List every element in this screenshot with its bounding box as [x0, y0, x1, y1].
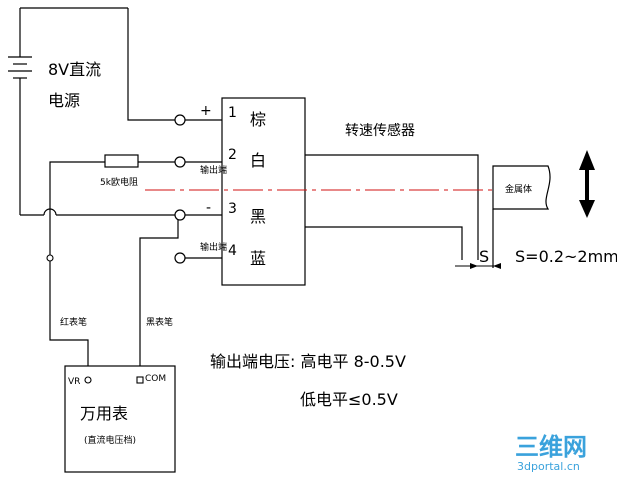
battery-symbol: [8, 7, 128, 215]
terminal-vr: [84, 376, 92, 384]
pin-2-wire-color: 白: [250, 151, 266, 170]
sign-negative: -: [206, 200, 211, 216]
wire-red-probe-upper: [49, 161, 105, 258]
wire-positive: [127, 8, 175, 121]
probe-junction-red: [46, 254, 54, 262]
pin-4-tag: 输出端: [200, 241, 227, 253]
pin-3-wire-color: 黑: [250, 207, 266, 226]
terminal-com: [136, 376, 144, 384]
sign-positive: +: [200, 103, 212, 119]
sensor-body-bottom: [305, 226, 463, 260]
gap-spec: S=0.2~2mm: [515, 247, 617, 266]
multimeter-mode: (直流电压档): [84, 434, 136, 446]
wire-black-probe: [139, 220, 179, 376]
resistor-label: 5k欧电阻: [100, 176, 138, 188]
terminal-4: [174, 252, 186, 264]
wire-red-probe: [49, 261, 89, 376]
pin-2-number: 2: [228, 147, 237, 163]
pin-4-number: 4: [228, 243, 237, 259]
sensor-title: 转速传感器: [345, 122, 415, 139]
terminal-3: [174, 209, 186, 221]
wire-crossover: [43, 208, 57, 216]
power-label-2: 电源: [48, 91, 80, 110]
resistor: [104, 154, 139, 168]
output-voltage-high: 输出端电压: 高电平 8-0.5V: [210, 352, 406, 371]
terminal-vr-label: VR: [68, 377, 80, 387]
watermark-logo: 三维网: [515, 433, 587, 461]
pin-2-tag: 输出端: [200, 164, 227, 176]
terminal-1: [174, 114, 186, 126]
sensor-body-top: [305, 154, 479, 260]
motion-arrow-icon: [579, 150, 595, 218]
power-label: 8V直流: [48, 60, 101, 79]
output-voltage-low: 低电平≤0.5V: [300, 390, 398, 409]
terminal-com-label: COM: [145, 374, 166, 384]
gap-arrow-left: [470, 263, 478, 269]
multimeter-box: [64, 365, 176, 473]
watermark-url: 3dportal.cn: [517, 460, 580, 473]
pin-3-number: 3: [228, 201, 237, 217]
pin-1-wire-color: 棕: [250, 110, 266, 129]
gap-symbol: S: [479, 247, 489, 266]
pin-1-number: 1: [228, 105, 237, 121]
sensor-connector: [221, 97, 306, 286]
multimeter-title: 万用表: [80, 404, 128, 423]
metal-target-label: 金属体: [505, 183, 532, 195]
pin-4-wire-color: 蓝: [250, 249, 266, 268]
gap-arrow-right: [493, 263, 501, 269]
metal-target: [492, 165, 551, 210]
black-probe-label: 黑表笔: [146, 316, 173, 328]
red-probe-label: 红表笔: [60, 316, 87, 328]
terminal-2: [174, 156, 186, 168]
